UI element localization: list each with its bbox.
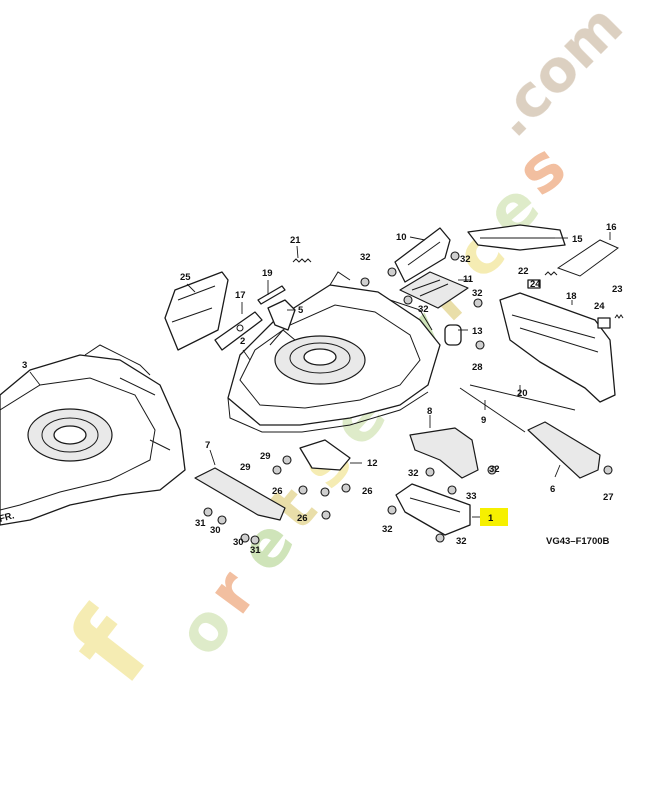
callout-32a: 32	[360, 252, 371, 263]
callout-16: 16	[606, 222, 617, 233]
part-16-frame[interactable]	[556, 239, 619, 277]
part-3-deck-left[interactable]: FR.	[0, 344, 186, 526]
part-13-damper[interactable]	[444, 324, 462, 346]
part-25-cover[interactable]	[164, 271, 229, 351]
callout-8: 8	[427, 406, 432, 417]
callout-30a: 30	[210, 525, 221, 536]
part-19-rod[interactable]	[257, 285, 286, 305]
callout-32c: 32	[418, 304, 429, 315]
callout-32e: 32	[408, 468, 419, 479]
part-12-bracket[interactable]	[299, 439, 351, 471]
part-15-guard[interactable]	[467, 224, 566, 251]
part-7-strip[interactable]	[194, 467, 286, 521]
part-20-rod[interactable]	[469, 384, 576, 411]
callout-31b: 31	[250, 545, 261, 556]
part-22-spring[interactable]	[544, 271, 558, 276]
callout-26b: 26	[362, 486, 373, 497]
part-23-spring[interactable]	[614, 314, 624, 319]
callout-15: 15	[572, 234, 583, 245]
part-24-clip-b[interactable]	[597, 317, 611, 329]
callout-3: 3	[22, 360, 27, 371]
callout-32d: 32	[472, 288, 483, 299]
callout-20: 20	[517, 388, 528, 399]
callout-32f: 32	[489, 464, 500, 475]
callout-19: 19	[262, 268, 273, 279]
leader-lines	[29, 232, 611, 518]
watermark-letter-f: f	[45, 589, 176, 706]
highlight-box	[480, 508, 508, 526]
callout-22: 22	[518, 266, 529, 277]
part-9-rod[interactable]	[459, 387, 526, 433]
callout-9: 9	[481, 415, 486, 426]
callout-6: 6	[550, 484, 555, 495]
callout-10: 10	[396, 232, 407, 243]
callout-33: 33	[466, 491, 477, 502]
callout-17: 17	[235, 290, 246, 301]
callout-26c: 26	[297, 513, 308, 524]
diagram-code: VG43–F1700B	[546, 536, 610, 547]
fr-label: FR.	[0, 510, 16, 525]
callout-29a: 29	[260, 451, 271, 462]
part-10-cover[interactable]	[394, 227, 451, 283]
callout-23: 23	[612, 284, 623, 295]
part-17-bracket[interactable]	[214, 311, 263, 351]
callout-28: 28	[472, 362, 483, 373]
callout-26a: 26	[272, 486, 283, 497]
callout-32h: 32	[456, 536, 467, 547]
callout-labels: 3 25 19 17 5 2 21 32 10 32 11 32 32 13 2…	[22, 222, 623, 556]
callout-32b: 32	[460, 254, 471, 265]
callout-32g: 32	[382, 524, 393, 535]
callout-30b: 30	[233, 537, 244, 548]
part-24-clip-a[interactable]	[527, 279, 541, 289]
callout-31a: 31	[195, 518, 206, 529]
callout-1: 1	[488, 513, 494, 524]
part-8-bracket[interactable]	[409, 427, 479, 479]
hardware	[203, 251, 613, 545]
callout-21: 21	[290, 235, 301, 246]
part-11-plate[interactable]	[399, 271, 469, 309]
callout-18: 18	[566, 291, 577, 302]
callout-24a: 24	[530, 279, 541, 290]
watermark-domain: .com	[477, 0, 636, 150]
callout-27: 27	[603, 492, 614, 503]
callout-13: 13	[472, 326, 483, 337]
part-5-lever[interactable]	[267, 299, 296, 331]
callout-5: 5	[298, 305, 304, 316]
part-18-chute[interactable]	[499, 292, 616, 403]
callout-2: 2	[240, 336, 245, 347]
part-21-spring[interactable]	[292, 258, 312, 263]
callout-12: 12	[367, 458, 378, 469]
part-6-panel[interactable]	[527, 421, 601, 479]
callout-11: 11	[463, 274, 474, 285]
callout-29b: 29	[240, 462, 251, 473]
callout-25: 25	[180, 272, 191, 283]
callout-7: 7	[205, 440, 210, 451]
callout-24b: 24	[594, 301, 605, 312]
part-1-deflector[interactable]	[395, 483, 471, 536]
